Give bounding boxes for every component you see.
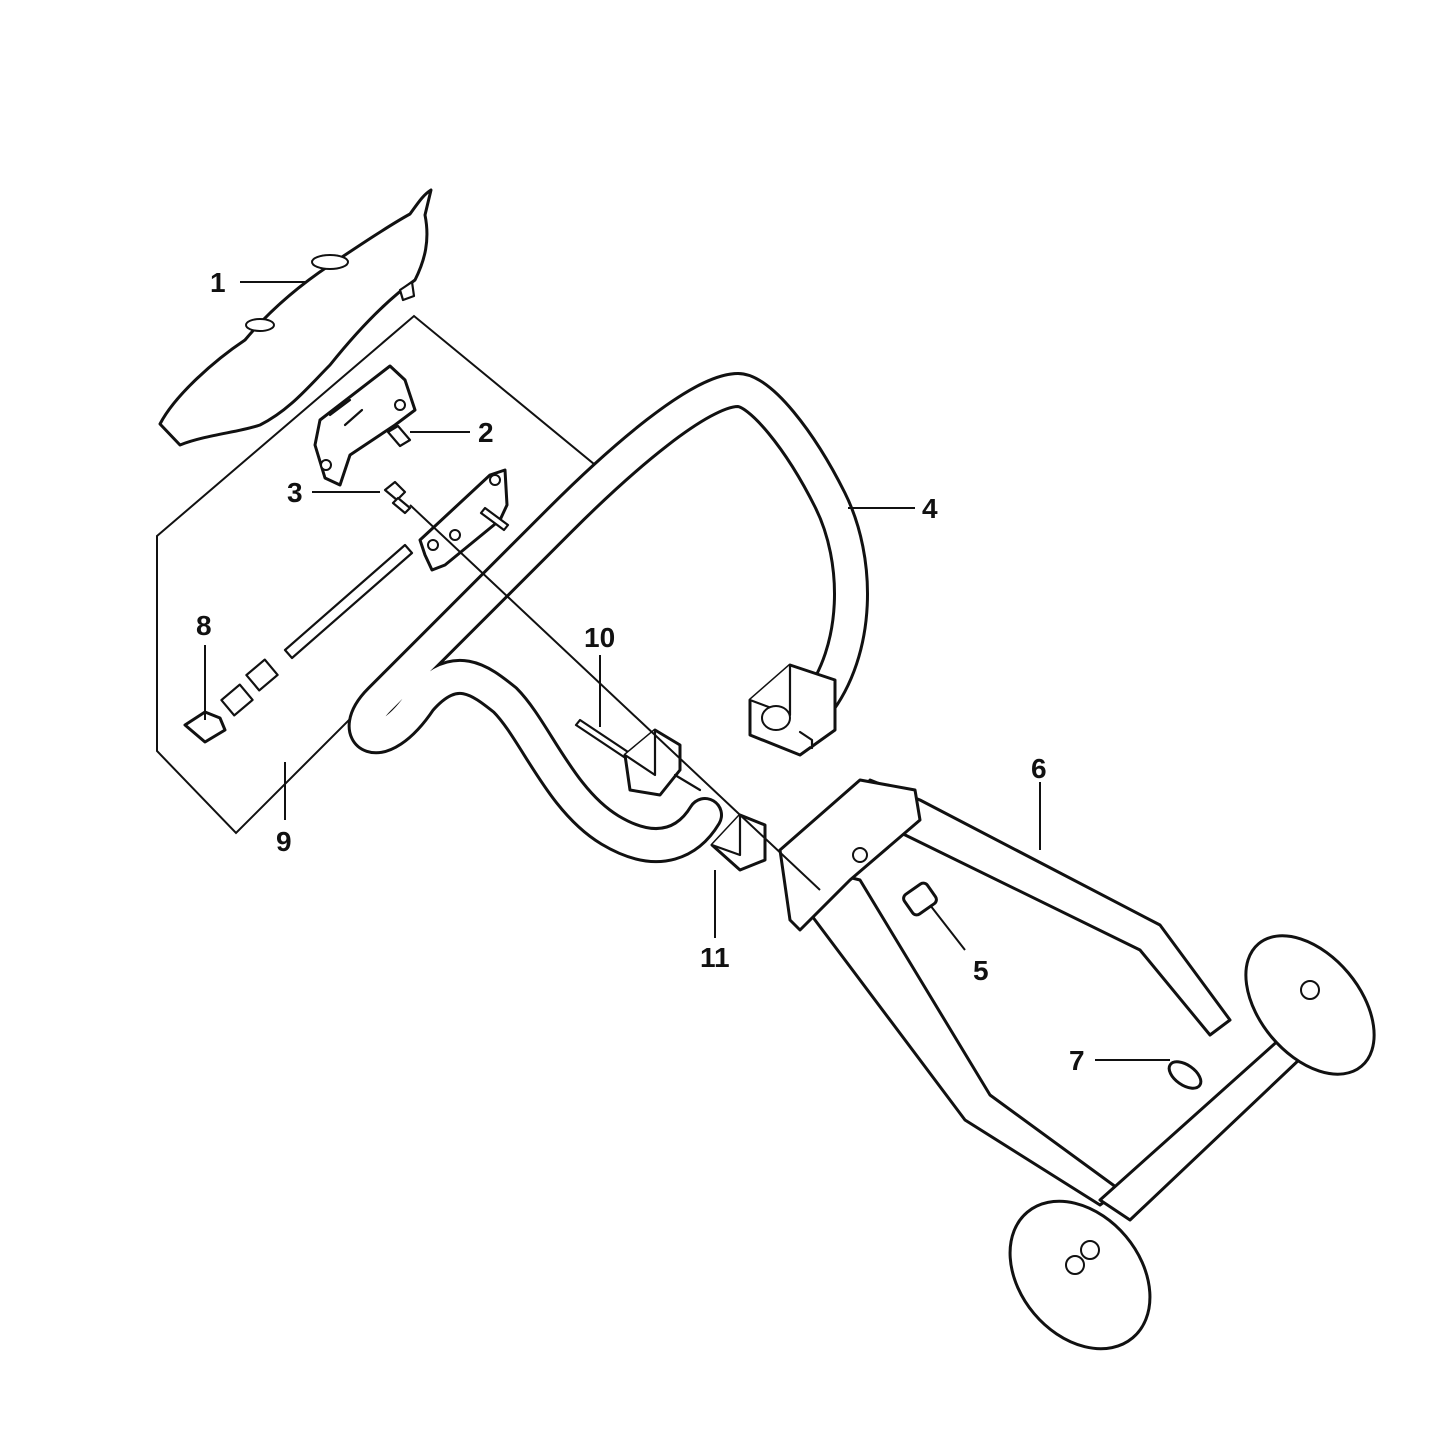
assembly-axis [409,504,821,891]
handlebar [347,372,869,863]
clamp-part-11 [710,813,767,872]
callout-10: 10 [584,622,615,653]
callout-7: 7 [1069,1045,1085,1076]
callout-4: 4 [922,493,938,524]
lower-bracket [418,468,510,572]
callout-11: 11 [700,942,730,973]
callout-8: 8 [196,610,212,641]
callout-3: 3 [287,477,303,508]
cover-plate [158,188,433,447]
bolt-part-3 [383,480,412,515]
clamp-part-10 [574,718,702,797]
callout-1: 1 [210,267,226,298]
callout-6: 6 [1031,753,1047,784]
wheel-frame [778,778,1376,1351]
callout-2: 2 [478,417,494,448]
callout-9: 9 [276,826,292,857]
shaft-assembly [183,543,414,744]
upper-bracket [313,364,417,487]
leader-5 [929,904,966,951]
washer [1167,1060,1203,1090]
callout-5: 5 [973,955,989,986]
handlebar-clamp [748,663,837,757]
bushing [902,881,938,917]
